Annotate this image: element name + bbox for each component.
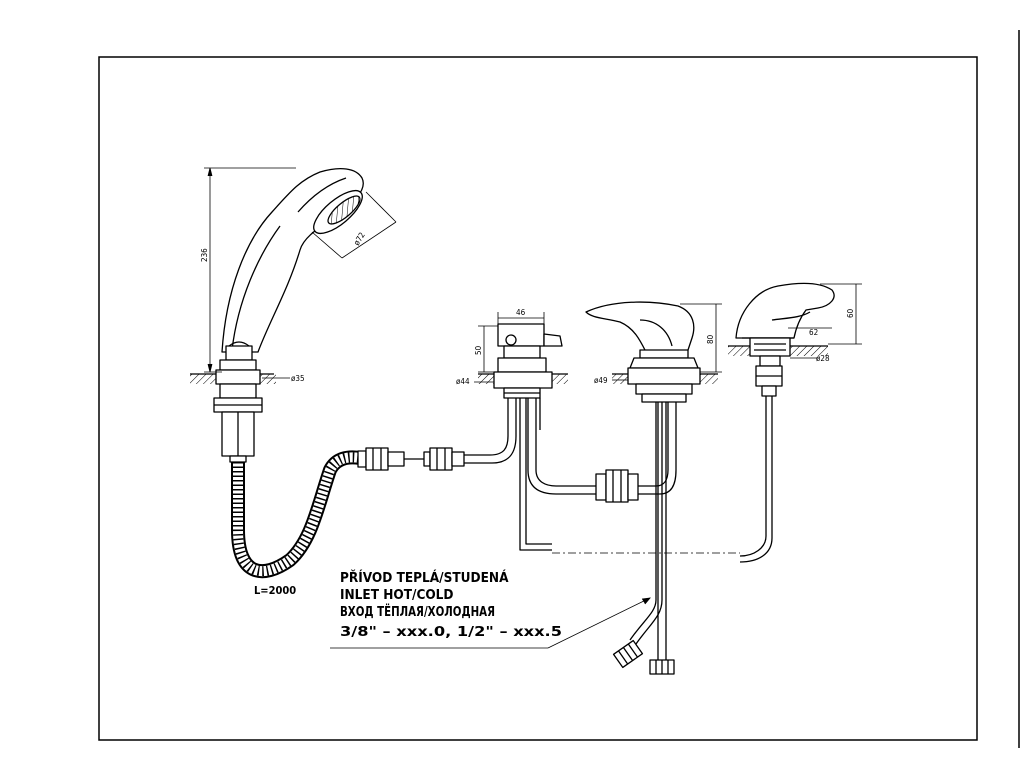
crossover-connector — [595, 402, 677, 503]
dim-mixer-base-diameter: ø49 — [594, 376, 608, 385]
dimension-lines — [204, 167, 862, 649]
dim-valve-base-diameter: ø44 — [456, 377, 470, 386]
dim-spout-base-diameter: ø28 — [816, 354, 830, 363]
hand-shower — [190, 167, 364, 463]
dim-valve-height: 50 — [474, 345, 483, 355]
inlet-note: PŘÍVOD TEPLÁ/STUDENÁ INLET HOT/COLD ВХОД… — [340, 569, 562, 640]
inlet-note-line-3: ВХОД ТЁПЛАЯ/ХОЛОДНАЯ — [340, 603, 495, 620]
dim-mixer-height: 80 — [706, 334, 715, 344]
shower-hose — [231, 398, 517, 579]
dim-spout-reach: 62 — [809, 328, 818, 337]
hose-length-label: L=2000 — [254, 584, 296, 597]
dim-shower-height: 236 — [200, 248, 209, 262]
inlet-note-line-4: 3/8" – xxx.0, 1/2" – xxx.5 — [340, 624, 562, 640]
inlet-note-line-1: PŘÍVOD TEPLÁ/STUDENÁ — [340, 569, 509, 586]
mixer-tap — [585, 301, 718, 675]
bath-spout — [728, 282, 835, 563]
drawing-frame — [98, 56, 978, 741]
dim-spout-height: 60 — [846, 308, 855, 318]
dim-shower-head-diameter: ø72 — [352, 231, 367, 247]
diverter-valve — [478, 323, 600, 551]
inlet-note-line-2: INLET HOT/COLD — [340, 587, 454, 603]
dim-shower-base-diameter: ø35 — [291, 374, 305, 383]
dim-valve-width: 46 — [516, 308, 526, 317]
